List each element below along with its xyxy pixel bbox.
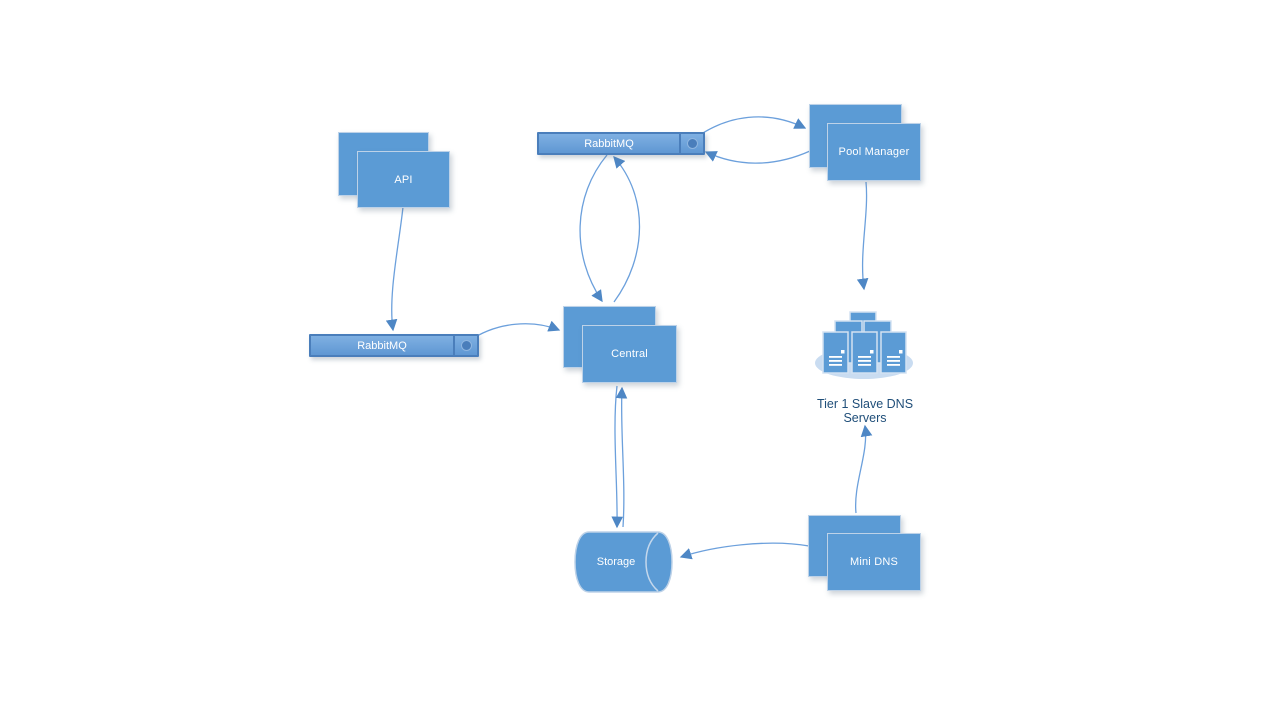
api-label: API (394, 173, 413, 186)
connector-central-to-storage (611, 385, 624, 529)
mini-dns-label: Mini DNS (849, 556, 899, 568)
connector-mini-dns-to-dns-cluster (854, 424, 873, 514)
rabbitmq-left-label-area: RabbitMQ (311, 336, 453, 355)
connection-dot-icon (460, 340, 472, 351)
connector-pool-manager-to-dns-cluster (856, 181, 869, 291)
central-label: Central (611, 348, 648, 360)
rabbitmq-top-label: RabbitMQ (584, 137, 634, 150)
connection-dot-icon (686, 138, 698, 149)
rabbitmq-top-port-cell (679, 134, 703, 153)
mini-dns-front-rect: Mini DNS (827, 533, 921, 591)
connector-rabbitmq-top-to-central (579, 154, 608, 303)
rabbitmq-left-label: RabbitMQ (357, 339, 407, 352)
api-front-rect: API (357, 151, 450, 208)
connector-rabbitmq-top-to-pool-manager (693, 116, 807, 140)
pool-manager-label: Pool Manager (838, 146, 910, 158)
rabbitmq-left-bar: RabbitMQ (309, 334, 479, 357)
rabbitmq-top-bar: RabbitMQ (537, 132, 705, 155)
connector-api-to-rabbitmq-left (385, 206, 404, 332)
storage-label: Storage (596, 556, 636, 568)
connector-pool-manager-to-rabbitmq-top (704, 150, 811, 164)
dns-cluster-caption: Tier 1 Slave DNS Servers (816, 397, 914, 425)
rabbitmq-top-label-area: RabbitMQ (539, 134, 679, 153)
connector-mini-dns-to-storage (679, 542, 810, 560)
central-front-rect: Central (582, 325, 677, 383)
rabbitmq-left-port-cell (453, 336, 477, 355)
dns-cluster-icon (815, 311, 913, 379)
connector-storage-to-central (615, 386, 628, 528)
pool-manager-front-rect: Pool Manager (827, 123, 921, 181)
connector-central-to-rabbitmq-top (613, 156, 641, 303)
connector-rabbitmq-left-to-central (468, 320, 561, 342)
